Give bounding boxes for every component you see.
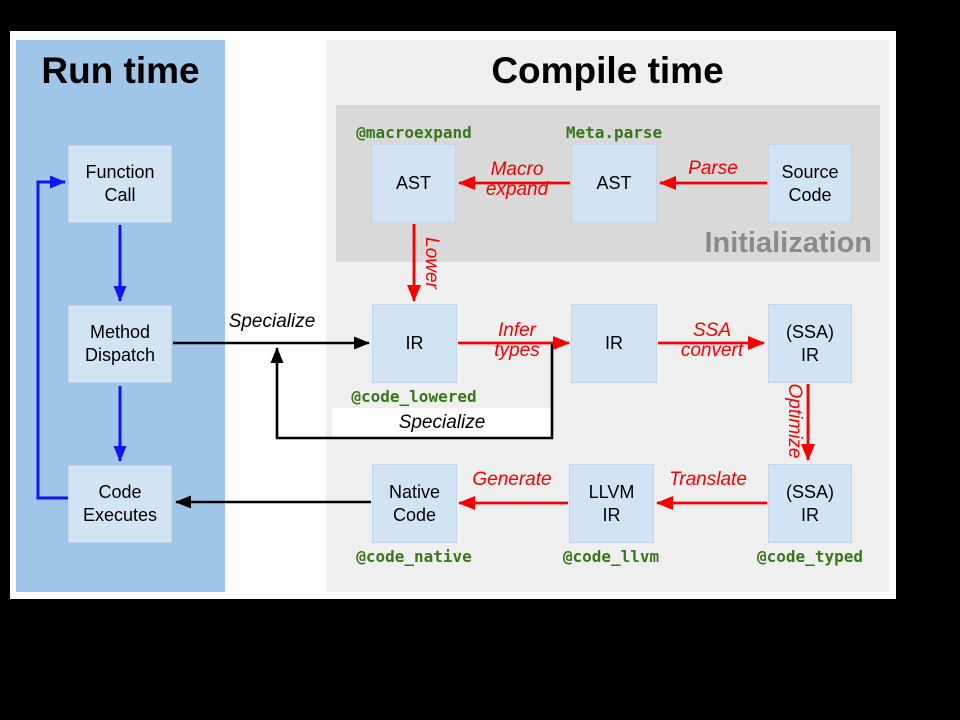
label-ssa-convert: SSA convert [680, 320, 744, 361]
compile-title: Compile time [491, 50, 724, 91]
label-infer-types: Infer types [494, 320, 540, 361]
box-llvm-ir: LLVM IR [569, 464, 654, 543]
label-meta-parse: Meta.parse [565, 123, 663, 142]
box-ast-expanded: AST [371, 144, 456, 223]
box-native-code: Native Code [372, 464, 457, 543]
box-ir-lowered: IR [372, 304, 457, 383]
label-macro-expand: Macro expand [485, 159, 549, 200]
box-code-executes: Code Executes [68, 465, 172, 543]
box-ssa-ir-optimized: (SSA) IR [768, 464, 852, 543]
specialize-loop-label: Specialize [332, 408, 552, 437]
label-macroexpand: @macroexpand [356, 123, 472, 142]
runtime-title: Run time [41, 50, 200, 91]
label-generate: Generate [472, 469, 552, 490]
specialize-loop-text: Specialize [398, 411, 486, 433]
label-code-native: @code_native [356, 547, 472, 566]
label-code-typed: @code_typed [757, 547, 863, 566]
box-ssa-ir-typed: (SSA) IR [768, 304, 852, 383]
label-code-llvm: @code_llvm [562, 547, 660, 566]
label-lower: Lower [421, 237, 442, 289]
label-optimize: Optimize [784, 383, 805, 459]
box-source-code: Source Code [768, 144, 852, 223]
initialization-title: Initialization [704, 227, 872, 259]
box-function-call: Function Call [68, 145, 172, 223]
slide-canvas: Run time Compile time Initialization Fun… [10, 31, 896, 599]
label-translate: Translate [669, 469, 747, 490]
label-parse: Parse [688, 158, 738, 179]
label-code-lowered: @code_lowered [351, 387, 477, 406]
label-specialize-top: Specialize [228, 311, 316, 332]
box-method-dispatch: Method Dispatch [68, 305, 172, 383]
box-ir-inferred: IR [571, 304, 657, 383]
box-ast-parsed: AST [571, 144, 657, 223]
